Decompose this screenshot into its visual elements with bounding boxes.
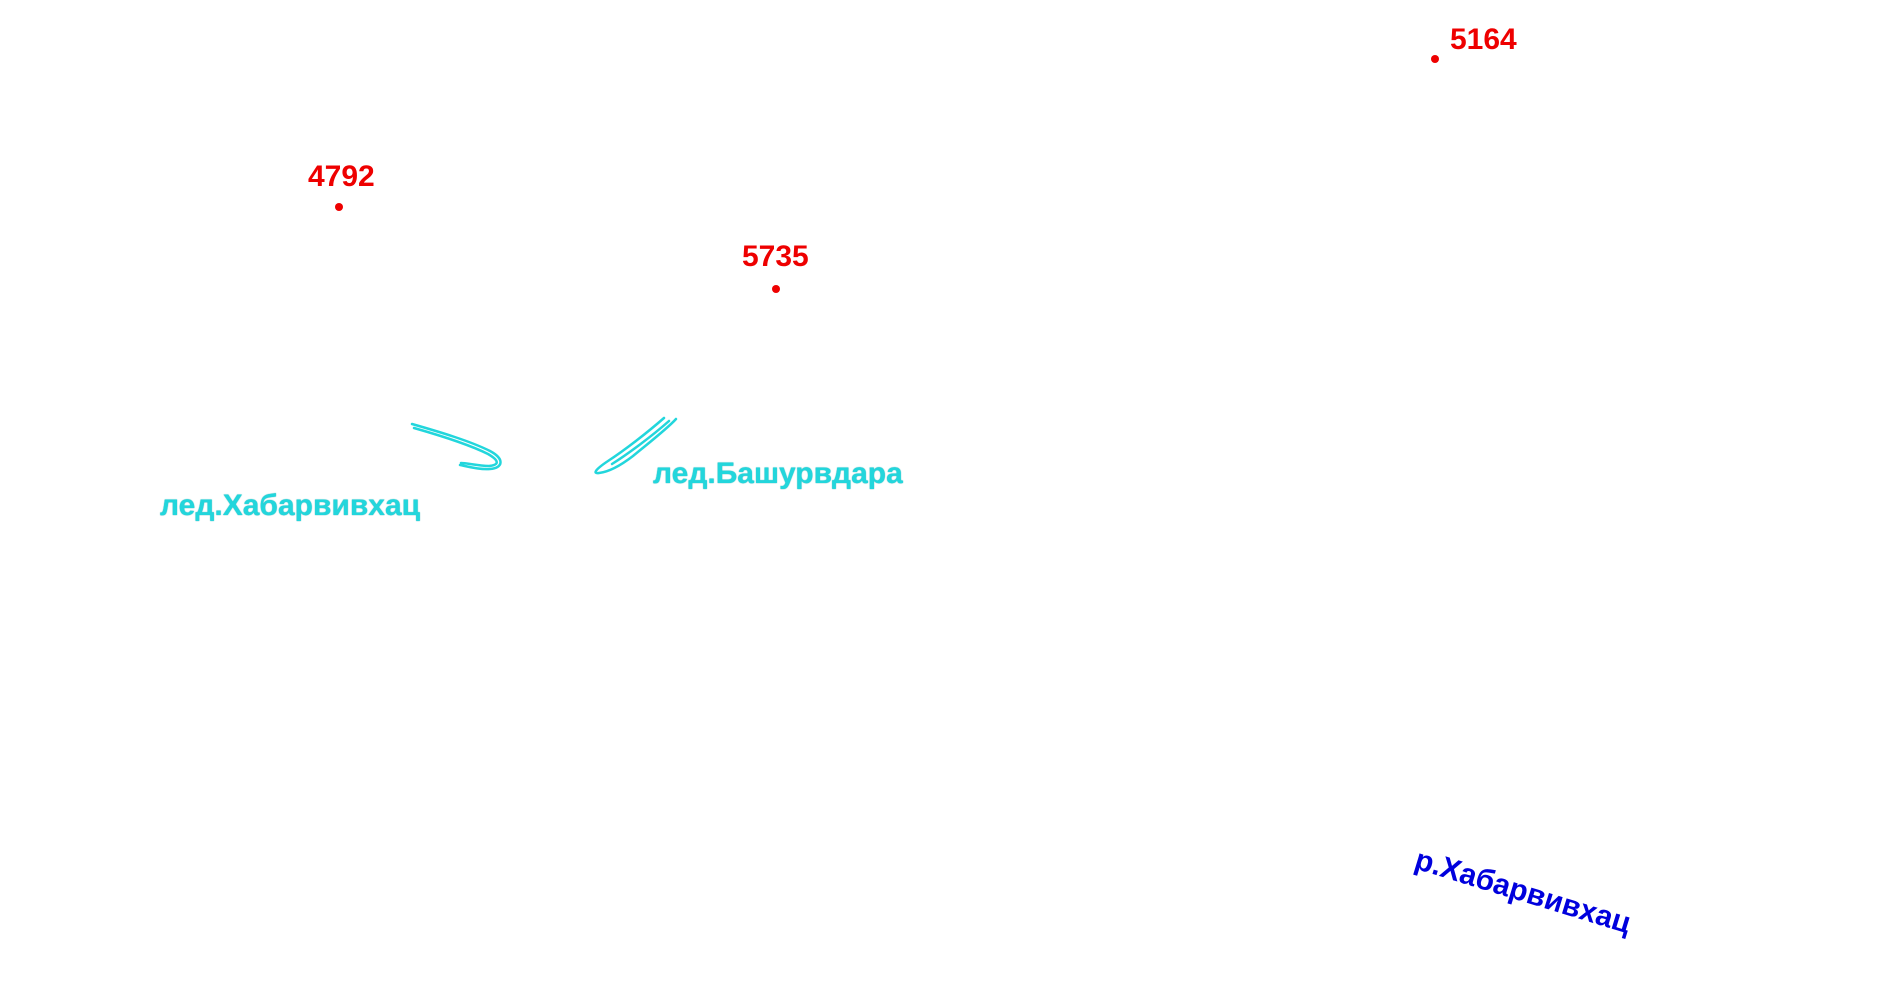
peak-4792-marker — [335, 203, 343, 211]
glacier-khabarvivkhats-label: лед.Хабарвивхац — [160, 489, 421, 522]
peak-5735-marker — [772, 285, 780, 293]
glacier-bashurvdara-label: лед.Башурвдара — [653, 457, 903, 490]
glacier-khabarvivkhats-outline — [410, 422, 502, 471]
peak-5735-label: 5735 — [742, 240, 809, 273]
peak-5164-label: 5164 — [1450, 23, 1517, 56]
peak-4792-label: 4792 — [308, 160, 375, 193]
peak-5164-marker — [1431, 55, 1439, 63]
glacier-bashurvdara-outline — [594, 416, 678, 475]
